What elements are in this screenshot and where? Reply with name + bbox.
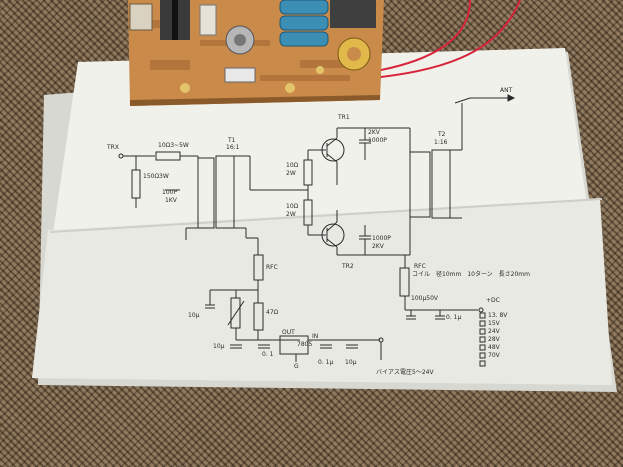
resistor1-watt: 2W [286, 170, 296, 177]
voltage-option: 48V [488, 344, 500, 351]
voltage-option: 13. 8V [488, 312, 508, 319]
cap-01-c: 0. 1μ [318, 359, 334, 366]
cap-10u-b: 10μ [213, 343, 225, 350]
input-cap-voltage: 1KV [165, 197, 177, 204]
t2-ratio: 1:16 [434, 139, 448, 146]
t1-ratio: 16:1 [226, 144, 240, 151]
rfc2-label: RFC [414, 263, 426, 270]
bottom-cap-value: 1000P [372, 235, 391, 242]
tr2-label: TR2 [342, 263, 354, 270]
coil-note: コイル 径10mm 10ターン 長さ20mm [412, 271, 530, 278]
bottom-cap-voltage: 2KV [372, 243, 384, 250]
input-resistor-label: 10Ω3~5W [158, 142, 189, 149]
regulator-out: OUT [282, 329, 295, 336]
ant-label: ANT [500, 87, 513, 94]
dc-cap-label: 100μ50V [411, 295, 439, 302]
resistor2-watt: 2W [286, 211, 296, 218]
voltage-option: 70V [488, 352, 500, 359]
input-cap-label: 100P [162, 189, 178, 196]
top-cap-voltage: 2KV [368, 129, 380, 136]
rfc1-label: RFC [266, 264, 278, 271]
resistor1-label: 10Ω [286, 162, 299, 169]
resistor-47: 47Ω [266, 309, 279, 316]
voltage-option: 24V [488, 328, 500, 335]
voltage-option: 28V [488, 336, 500, 343]
tr1-label: TR1 [338, 114, 350, 121]
plus-dc-label: +DC [486, 297, 500, 304]
regulator-ground: G [294, 363, 299, 370]
bias-voltage-note: バイアス電圧5～24V [376, 369, 434, 376]
resistor2-label: 10Ω [286, 203, 299, 210]
cap-10u-a: 10μ [188, 312, 200, 319]
regulator-in: IN [312, 333, 319, 340]
t2-label: T2 [438, 131, 446, 138]
t1-label: T1 [228, 137, 236, 144]
voltage-option: 15V [488, 320, 500, 327]
cap-01-b: 0. 1 [262, 351, 274, 358]
cap-01-a: 0. 1μ [446, 314, 462, 321]
cap-10u-c: 10μ [345, 359, 357, 366]
shunt-resistor-label: 150Ω3W [143, 173, 169, 180]
top-cap-value: 1000P [368, 137, 387, 144]
trx-label: TRX [107, 144, 119, 151]
regulator-part: 7805 [297, 341, 313, 348]
